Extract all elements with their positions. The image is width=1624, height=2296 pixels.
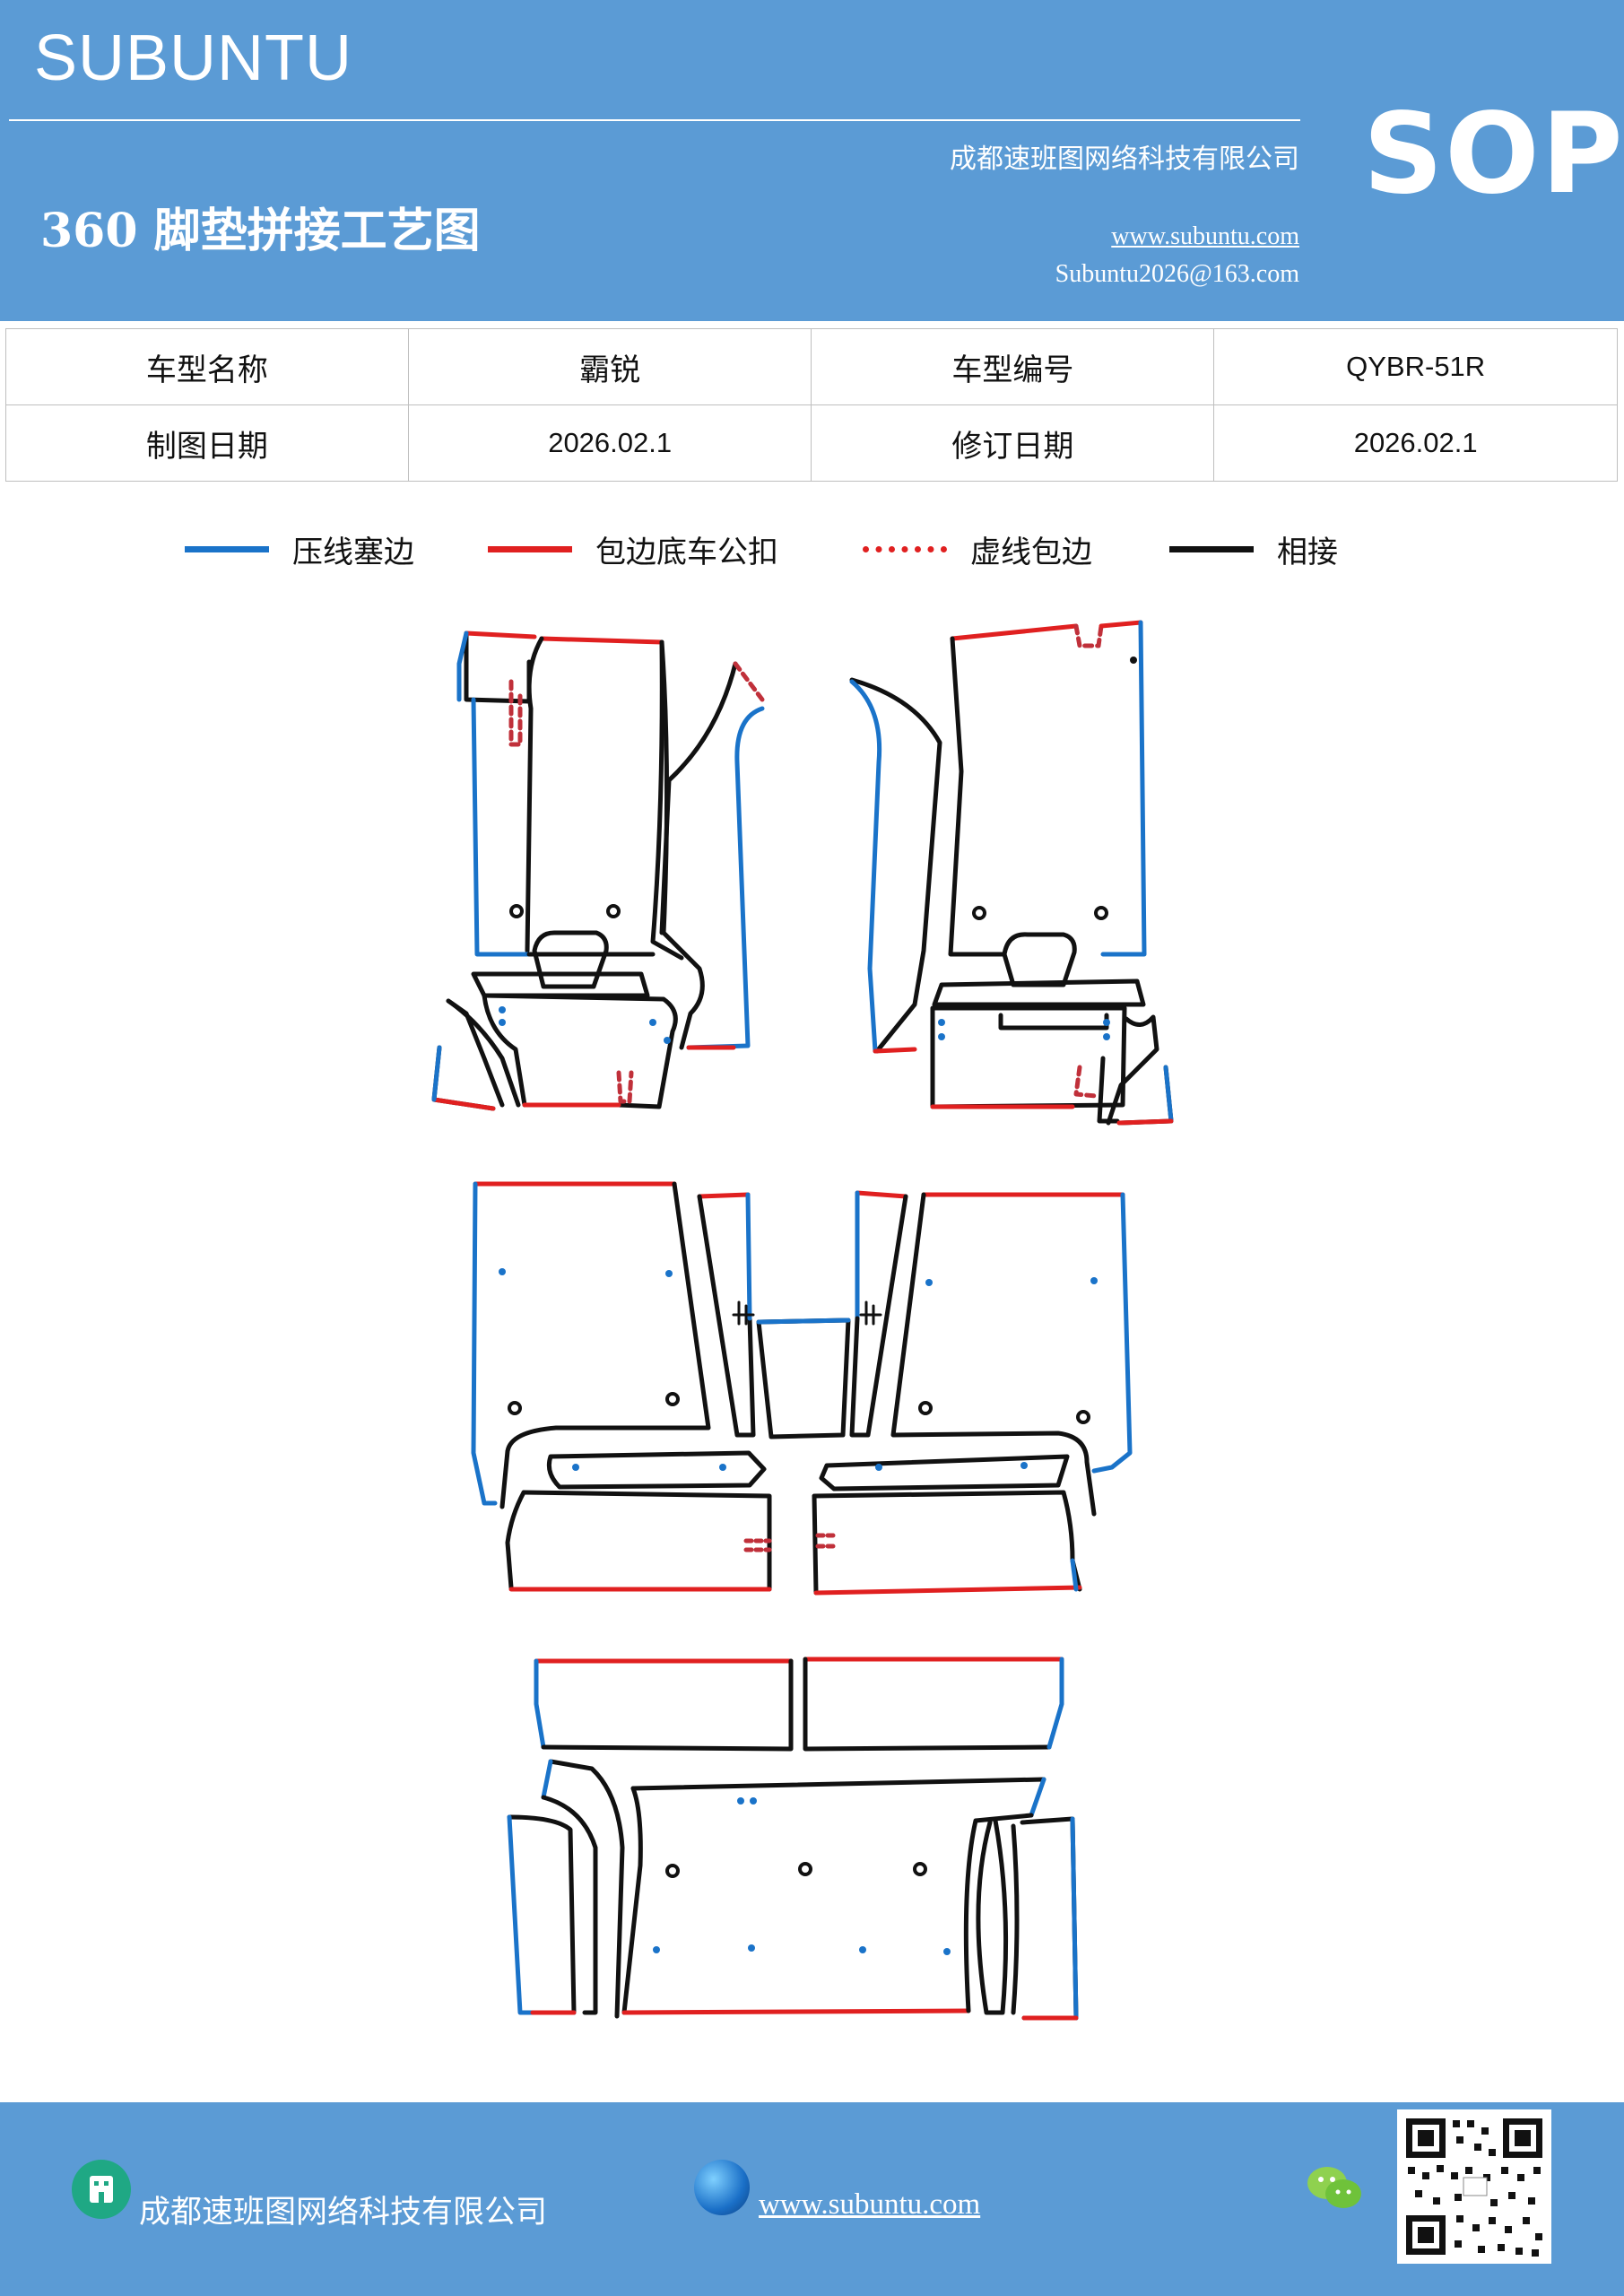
legend-label: 相接 bbox=[1277, 534, 1338, 570]
brand-name: SUBUNTU bbox=[34, 22, 353, 94]
legend-label: 包边底车公扣 bbox=[595, 534, 778, 570]
wechat-icon bbox=[1304, 2161, 1367, 2219]
email-address: Subuntu2026@163.com bbox=[1055, 260, 1299, 288]
header-banner bbox=[0, 0, 1624, 321]
rear-row-mats bbox=[507, 1657, 1079, 2021]
front-left-mat bbox=[431, 631, 765, 1111]
model-code-label: 车型编号 bbox=[811, 328, 1215, 405]
legend-label: 压线塞边 bbox=[292, 534, 414, 570]
draw-date-value: 2026.02.1 bbox=[407, 404, 812, 482]
legend-item-dotted-wrap: 虚线包边 bbox=[863, 522, 1092, 576]
page-title: 360 脚垫拼接工艺图 bbox=[40, 204, 481, 258]
website-link[interactable]: www.subuntu.com bbox=[1111, 222, 1299, 250]
legend-label: 虚线包边 bbox=[970, 534, 1092, 570]
floor-mat-diagram bbox=[431, 620, 1174, 2021]
footer-website-link[interactable]: www.subuntu.com bbox=[759, 2188, 981, 2221]
qr-code[interactable] bbox=[1397, 2109, 1551, 2264]
middle-row-mats bbox=[471, 1181, 1133, 1596]
company-name: 成都速班图网络科技有限公司 bbox=[950, 144, 1299, 175]
revise-date-label: 修订日期 bbox=[811, 404, 1215, 482]
sop-label: SOP bbox=[1363, 90, 1624, 219]
footer-company-name: 成都速班图网络科技有限公司 bbox=[139, 2195, 548, 2231]
table-row: 制图日期 2026.02.1 修订日期 2026.02.1 bbox=[5, 404, 1618, 482]
legend-swatch bbox=[185, 545, 269, 552]
globe-icon bbox=[694, 2160, 750, 2215]
legend-swatch bbox=[488, 545, 572, 552]
header-divider bbox=[9, 119, 1300, 121]
legend-item-press-line: 压线塞边 bbox=[185, 522, 414, 576]
legend-item-joint: 相接 bbox=[1169, 522, 1338, 576]
draw-date-label: 制图日期 bbox=[5, 404, 409, 482]
revise-date-value: 2026.02.1 bbox=[1213, 404, 1618, 482]
legend-swatch bbox=[863, 545, 947, 552]
model-name-label: 车型名称 bbox=[5, 328, 409, 405]
info-table: 车型名称 霸锐 车型编号 QYBR-51R 制图日期 2026.02.1 修订日… bbox=[5, 328, 1618, 482]
model-name-value: 霸锐 bbox=[407, 328, 812, 405]
model-code-value: QYBR-51R bbox=[1213, 328, 1618, 405]
legend-swatch bbox=[1169, 545, 1254, 552]
legend-item-wrap-edge: 包边底车公扣 bbox=[488, 522, 778, 576]
table-row: 车型名称 霸锐 车型编号 QYBR-51R bbox=[5, 328, 1618, 405]
front-right-mat bbox=[849, 620, 1174, 1126]
building-icon bbox=[72, 2160, 131, 2219]
